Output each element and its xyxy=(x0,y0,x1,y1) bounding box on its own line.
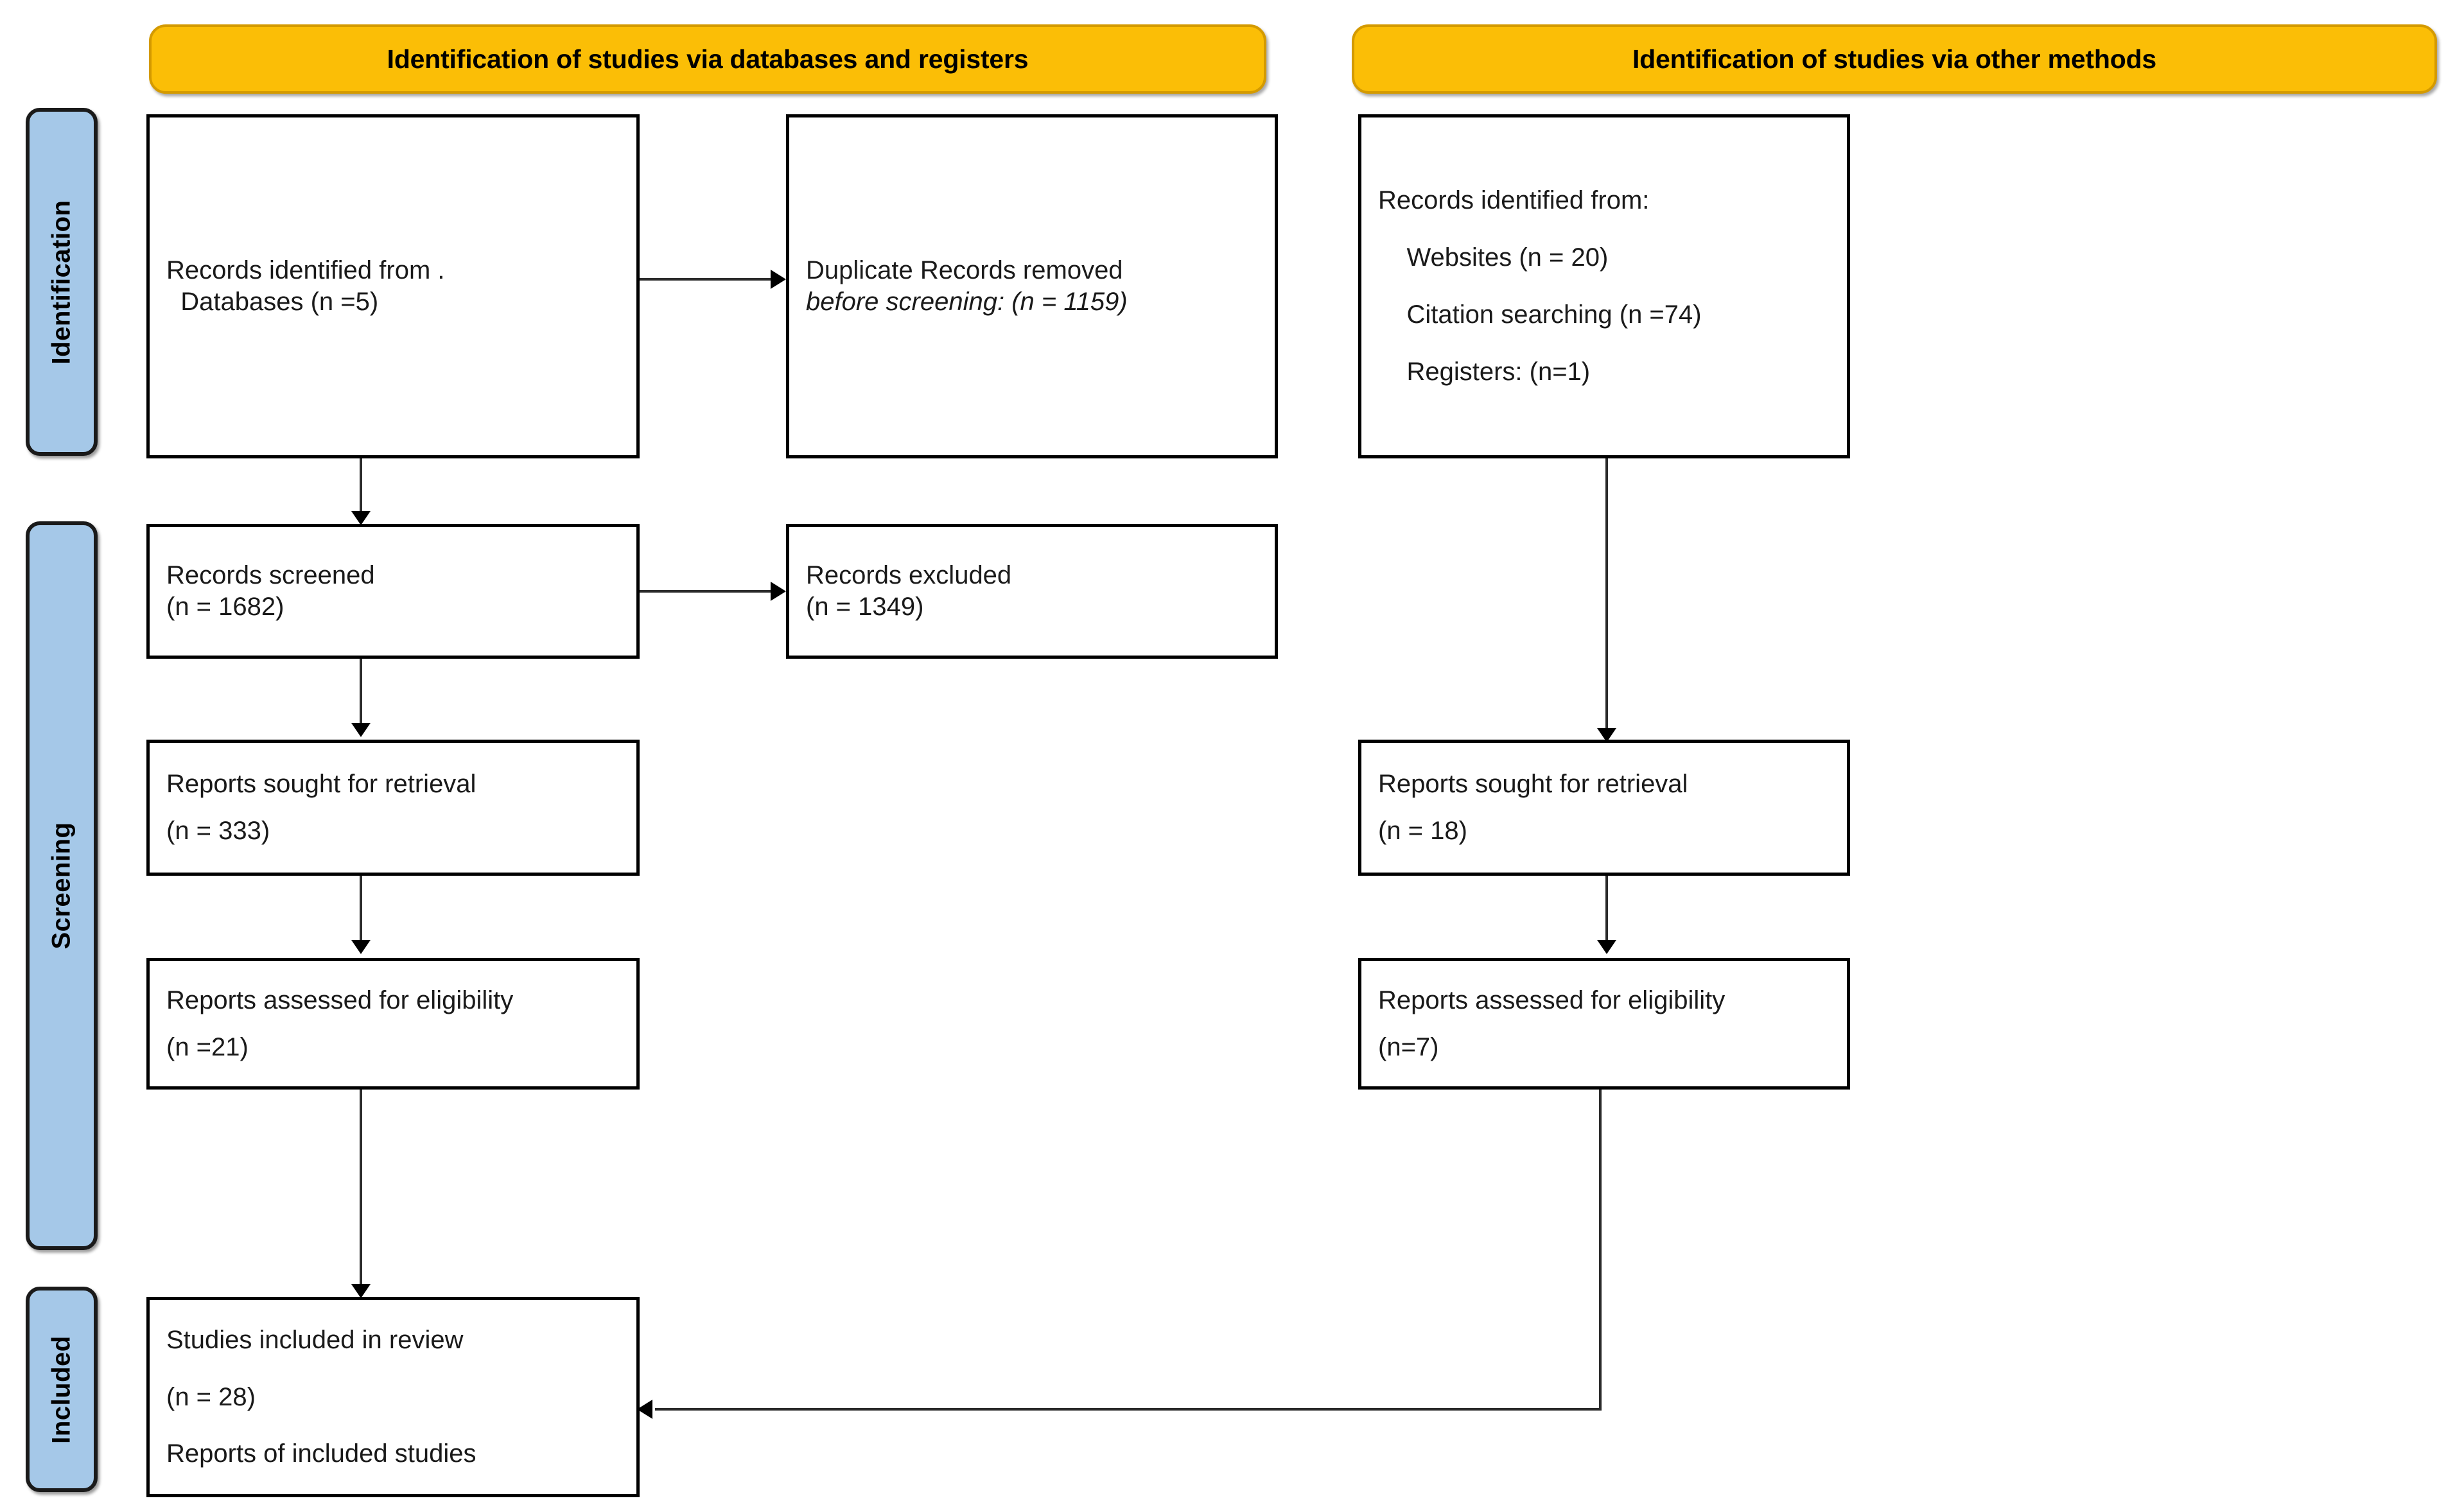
reports-assessed-db-line-2: (n =21) xyxy=(166,1032,249,1061)
connector-sought-to-assessed-other xyxy=(1605,876,1608,945)
reports-sought-other-line-2: (n = 18) xyxy=(1378,817,1467,845)
banner-identification-databases: Identification of studies via databases … xyxy=(149,24,1266,94)
records-identified-other-line-2: Websites (n = 20) xyxy=(1378,243,1609,272)
arrow-screened-to-excluded xyxy=(771,582,786,601)
banner-databases-label: Identification of studies via databases … xyxy=(387,44,1029,74)
stage-label-screening: Screening xyxy=(26,521,98,1250)
box-records-excluded: Records excluded (n = 1349) xyxy=(786,524,1278,659)
connector-screened-to-excluded xyxy=(640,590,773,593)
records-screened-line-2: (n = 1682) xyxy=(166,593,284,621)
arrow-db-to-duplicates xyxy=(771,270,786,289)
records-identified-db-line-2: Databases (n =5) xyxy=(166,288,379,316)
studies-included-line-3: Reports of included studies xyxy=(166,1439,476,1468)
stage-screening-text: Screening xyxy=(47,822,76,950)
box-duplicate-records-removed: Duplicate Records removed before screeni… xyxy=(786,114,1278,458)
box-records-screened: Records screened (n = 1682) xyxy=(146,524,640,659)
reports-sought-db-line-1: Reports sought for retrieval xyxy=(166,770,476,799)
records-identified-other-line-4: Registers: (n=1) xyxy=(1378,357,1591,386)
reports-sought-other-line-1: Reports sought for retrieval xyxy=(1378,770,1688,799)
box-reports-sought-databases: Reports sought for retrieval (n = 333) xyxy=(146,740,640,876)
reports-assessed-other-line-1: Reports assessed for eligibility xyxy=(1378,986,1726,1014)
connector-assessed-to-included xyxy=(360,1090,362,1290)
studies-included-line-2: (n = 28) xyxy=(166,1382,256,1411)
arrow-sought-to-assessed-other xyxy=(1597,940,1616,954)
arrow-screened-to-sought xyxy=(351,723,371,737)
records-excluded-line-2: (n = 1349) xyxy=(806,593,924,621)
box-studies-included-in-review: Studies included in review (n = 28) Repo… xyxy=(146,1297,640,1497)
records-identified-db-line-1: Records identified from . xyxy=(166,256,445,285)
box-records-identified-databases: Records identified from . Databases (n =… xyxy=(146,114,640,458)
records-identified-other-line-3: Citation searching (n =74) xyxy=(1378,300,1702,329)
connector-db-to-screened xyxy=(360,458,362,516)
arrow-sought-to-assessed-db xyxy=(351,940,371,954)
connector-db-to-duplicates xyxy=(640,278,773,281)
stage-identification-text: Identification xyxy=(47,200,76,364)
reports-assessed-db-line-1: Reports assessed for eligibility xyxy=(166,986,514,1014)
arrow-other-to-sought xyxy=(1597,728,1616,742)
banner-identification-other: Identification of studies via other meth… xyxy=(1352,24,2437,94)
records-excluded-line-1: Records excluded xyxy=(806,561,1012,590)
connector-sought-to-assessed-db xyxy=(360,876,362,945)
duplicates-line-2: before screening: (n = 1159) xyxy=(806,288,1128,316)
connector-screened-to-sought xyxy=(360,659,362,728)
records-identified-other-line-1: Records identified from: xyxy=(1378,186,1650,215)
stage-label-identification: Identification xyxy=(26,108,98,456)
box-reports-assessed-other: Reports assessed for eligibility (n=7) xyxy=(1358,958,1850,1090)
records-screened-line-1: Records screened xyxy=(166,561,375,590)
box-records-identified-other: Records identified from: Websites (n = 2… xyxy=(1358,114,1850,458)
connector-other-to-sought xyxy=(1605,458,1608,733)
connector-other-elbow-horizontal xyxy=(655,1408,1602,1411)
duplicates-line-1: Duplicate Records removed xyxy=(806,256,1123,285)
reports-sought-db-line-2: (n = 333) xyxy=(166,817,270,845)
banner-other-label: Identification of studies via other meth… xyxy=(1632,44,2157,74)
box-reports-sought-other: Reports sought for retrieval (n = 18) xyxy=(1358,740,1850,876)
connector-other-elbow-vertical xyxy=(1599,1090,1602,1411)
box-reports-assessed-databases: Reports assessed for eligibility (n =21) xyxy=(146,958,640,1090)
stage-included-text: Included xyxy=(47,1335,76,1444)
studies-included-line-1: Studies included in review xyxy=(166,1325,464,1354)
reports-assessed-other-line-2: (n=7) xyxy=(1378,1032,1439,1061)
stage-label-included: Included xyxy=(26,1287,98,1492)
arrow-other-to-included xyxy=(637,1400,652,1419)
arrow-assessed-to-included xyxy=(351,1284,371,1298)
arrow-db-to-screened xyxy=(351,511,371,525)
